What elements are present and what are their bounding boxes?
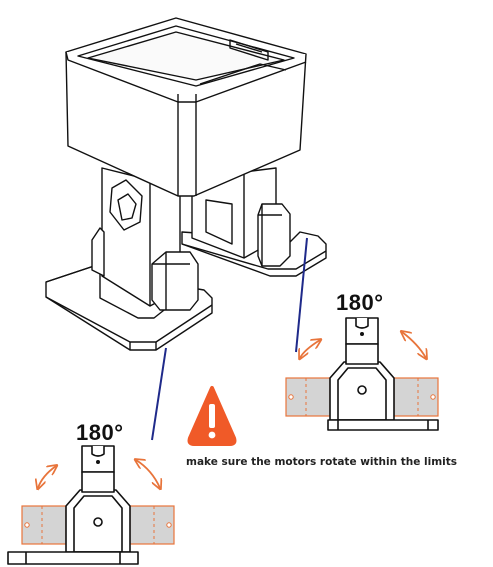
right-leg bbox=[191, 167, 291, 267]
robot-box bbox=[65, 17, 307, 197]
servo-detail-left bbox=[7, 445, 175, 565]
motor-tab-left bbox=[285, 377, 331, 417]
rotate-arrow-cw-right bbox=[402, 332, 426, 358]
pointer-line-right bbox=[295, 237, 308, 353]
robot-body bbox=[45, 17, 327, 351]
pointer-line-left bbox=[151, 347, 167, 441]
rotate-arrow-ccw-right bbox=[300, 340, 320, 358]
rotate-arrow-cw-left bbox=[136, 460, 160, 488]
angle-label-right: 180° bbox=[336, 290, 384, 315]
servo-detail-right bbox=[285, 317, 439, 431]
warning-text: make sure the motors rotate within the l… bbox=[186, 456, 458, 468]
rotate-arrow-ccw-left bbox=[38, 466, 56, 488]
warning-triangle-icon bbox=[187, 386, 237, 446]
left-leg bbox=[91, 167, 199, 311]
motor-tab-left bbox=[21, 505, 67, 545]
angle-label-left: 180° bbox=[76, 420, 124, 445]
motor-tab-right bbox=[129, 505, 175, 545]
left-foot bbox=[45, 263, 213, 351]
motor-tab-right bbox=[393, 377, 439, 417]
